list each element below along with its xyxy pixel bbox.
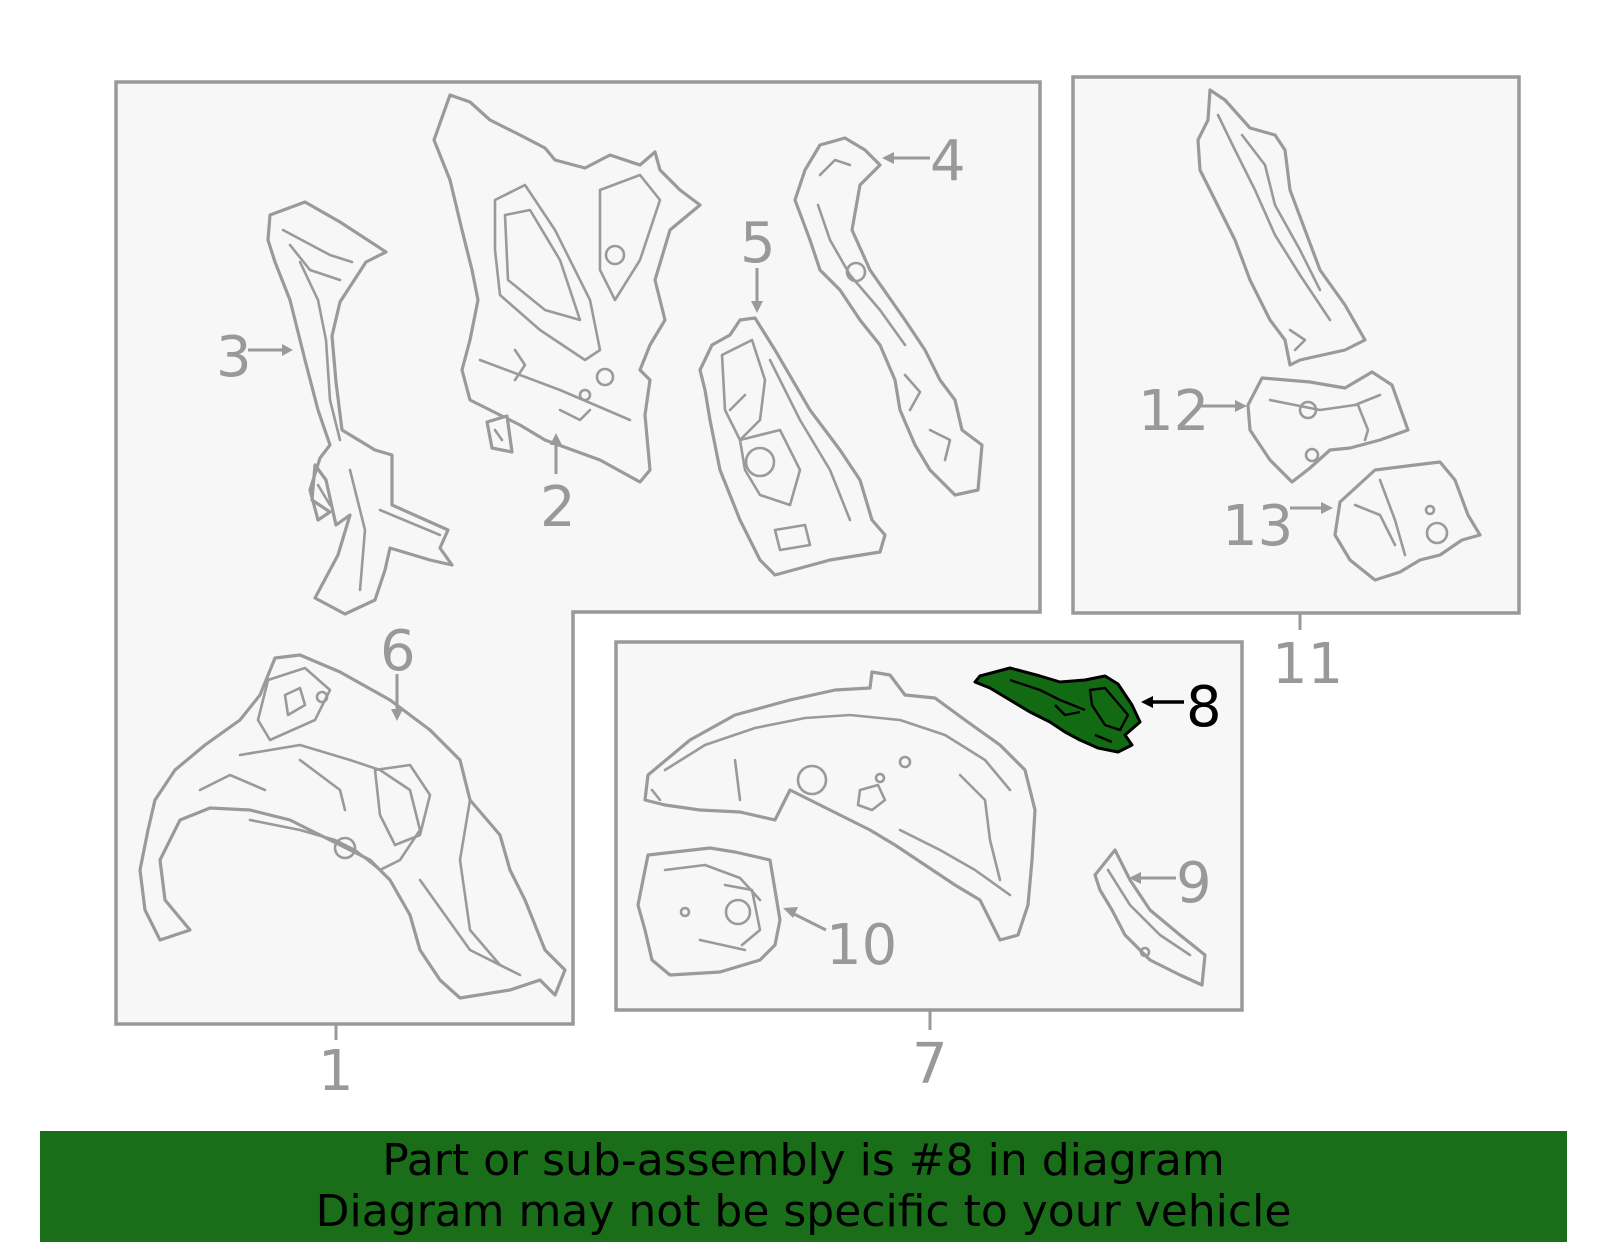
part-2-clip[interactable] [485, 414, 514, 454]
part-13-reinforcement[interactable] [1333, 460, 1482, 582]
part-12-bracket[interactable] [1246, 370, 1410, 484]
part-10-bracket[interactable] [636, 846, 782, 977]
callout-2: 2 [540, 475, 576, 540]
banner-line-1: Part or sub-assembly is #8 in diagram [382, 1135, 1225, 1186]
callout-3: 3 [216, 325, 252, 390]
callout-10-leader [789, 910, 827, 932]
callout-6: 6 [380, 619, 416, 684]
part-3-pillar[interactable] [266, 200, 454, 616]
callout-4: 4 [930, 129, 966, 194]
part-5-rear-panel[interactable] [698, 316, 887, 577]
callout-5: 5 [740, 211, 776, 276]
part-4-extension[interactable] [793, 136, 984, 497]
callout-7: 7 [912, 1032, 948, 1097]
callout-12: 12 [1138, 379, 1209, 444]
part-8-highlighted[interactable] [973, 666, 1142, 754]
callout-11: 11 [1272, 632, 1343, 697]
callout-9: 9 [1176, 851, 1212, 916]
banner-line-2: Diagram may not be specific to your vehi… [315, 1186, 1292, 1237]
part-2-inner-panel[interactable] [432, 93, 702, 484]
info-banner: Part or sub-assembly is #8 in diagram Di… [40, 1131, 1567, 1242]
callout-10: 10 [826, 913, 897, 978]
part-6-wheelhouse-outer[interactable] [138, 653, 567, 1000]
callout-8: 8 [1186, 675, 1222, 740]
part-9-brace[interactable] [1093, 848, 1207, 987]
part-7-wheelhouse-inner[interactable] [643, 670, 1037, 942]
part-11-upper-pillar[interactable] [1196, 88, 1367, 367]
callout-13: 13 [1222, 494, 1293, 559]
callout-1: 1 [318, 1039, 354, 1104]
